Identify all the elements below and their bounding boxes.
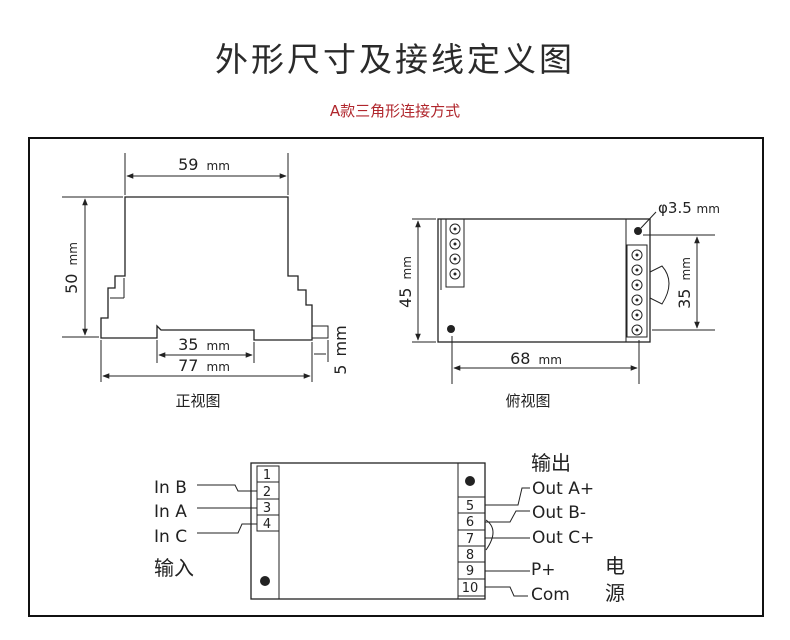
input-label-c: In C (154, 527, 187, 547)
svg-text:59 mm: 59 mm (178, 155, 230, 174)
top-view: φ3.5 mm 45 mm 35 mm 68 mm 俯视图 (396, 199, 720, 410)
svg-text:50 mm: 50 mm (62, 242, 81, 294)
front-view-tab (311, 325, 329, 339)
tab-width-value: 5 (331, 365, 350, 375)
front-height-unit: mm (66, 242, 80, 265)
top-view-label: 俯视图 (505, 392, 550, 410)
page-subtitle: A款三角形连接方式 (329, 102, 461, 120)
front-width-unit: mm (207, 159, 230, 173)
svg-text:φ3.5 mm: φ3.5 mm (658, 199, 720, 217)
output-group-label: 输出 (531, 451, 571, 475)
top-view-right-terminal-block (625, 218, 651, 343)
front-view-label: 正视图 (175, 392, 220, 410)
power-group-label-2: 源 (605, 581, 625, 605)
top-length-unit: mm (539, 353, 562, 367)
terminal-6: 6 (466, 515, 474, 530)
hole-diameter-unit: mm (697, 202, 720, 216)
terminal-1: 1 (263, 468, 271, 483)
power-group-label-1: 电 (605, 554, 625, 578)
input-group-label: 输入 (154, 556, 194, 580)
front-height-value: 50 (62, 274, 81, 294)
power-label-p: P+ (531, 560, 556, 580)
output-label-b: Out B- (532, 503, 586, 523)
module-hole-right (465, 476, 475, 486)
terminal-10: 10 (462, 581, 479, 596)
front-view: 59 mm 50 mm 35 mm 77 mm 5 m (62, 153, 350, 410)
terminal-9: 9 (466, 564, 474, 579)
wire-com (485, 586, 528, 597)
terminal-3: 3 (263, 501, 271, 516)
power-label-com: Com (531, 585, 570, 605)
top-view-screw-hole-left (447, 325, 455, 333)
tab-width-unit: mm (331, 325, 350, 356)
rail-inner-unit: mm (207, 339, 230, 353)
top-height-value: 45 (396, 288, 415, 308)
svg-text:35 mm: 35 mm (178, 335, 230, 354)
output-label-a: Out A+ (532, 479, 594, 499)
top-view-clip (649, 265, 670, 305)
terminal-5: 5 (466, 499, 474, 514)
terminal-8: 8 (466, 548, 474, 563)
svg-text:45 mm: 45 mm (396, 256, 415, 308)
wire-out-b (485, 510, 530, 523)
hole-spacing-unit: mm (679, 257, 693, 280)
wiring-diagram: 1 2 3 4 5 6 7 8 9 10 In B In A In C 输入 输… (154, 451, 625, 605)
svg-text:35 mm: 35 mm (675, 257, 694, 309)
diagram-frame (28, 137, 764, 617)
module-body (250, 462, 486, 600)
page-title: 外形尺寸及接线定义图 (215, 40, 575, 79)
terminal-7: 7 (466, 532, 474, 547)
wire-in-b (197, 484, 257, 492)
terminal-4: 4 (263, 517, 271, 532)
svg-text:68 mm: 68 mm (510, 349, 562, 368)
top-view-left-terminal-block (445, 218, 465, 288)
front-view-outline (100, 196, 313, 341)
top-view-body (437, 218, 651, 343)
input-label-b: In B (154, 478, 187, 498)
input-label-a: In A (154, 502, 187, 522)
hole-spacing-value: 35 (675, 289, 694, 309)
svg-text:77 mm: 77 mm (178, 356, 230, 375)
rail-outer-unit: mm (207, 360, 230, 374)
rail-outer-value: 77 (178, 356, 198, 375)
rail-inner-value: 35 (178, 335, 198, 354)
wire-out-a (485, 487, 530, 506)
front-width-value: 59 (178, 155, 198, 174)
svg-text:5 mm: 5 mm (331, 325, 350, 374)
module-hole-left (260, 576, 270, 586)
top-view-mounting-hole (634, 227, 642, 235)
wire-in-c (197, 523, 257, 534)
output-label-c: Out C+ (532, 528, 594, 548)
top-length-value: 68 (510, 349, 530, 368)
top-height-unit: mm (400, 256, 414, 279)
wire-bridge (485, 519, 494, 551)
hole-diameter-value: φ3.5 (658, 199, 692, 217)
terminal-2: 2 (263, 485, 271, 500)
